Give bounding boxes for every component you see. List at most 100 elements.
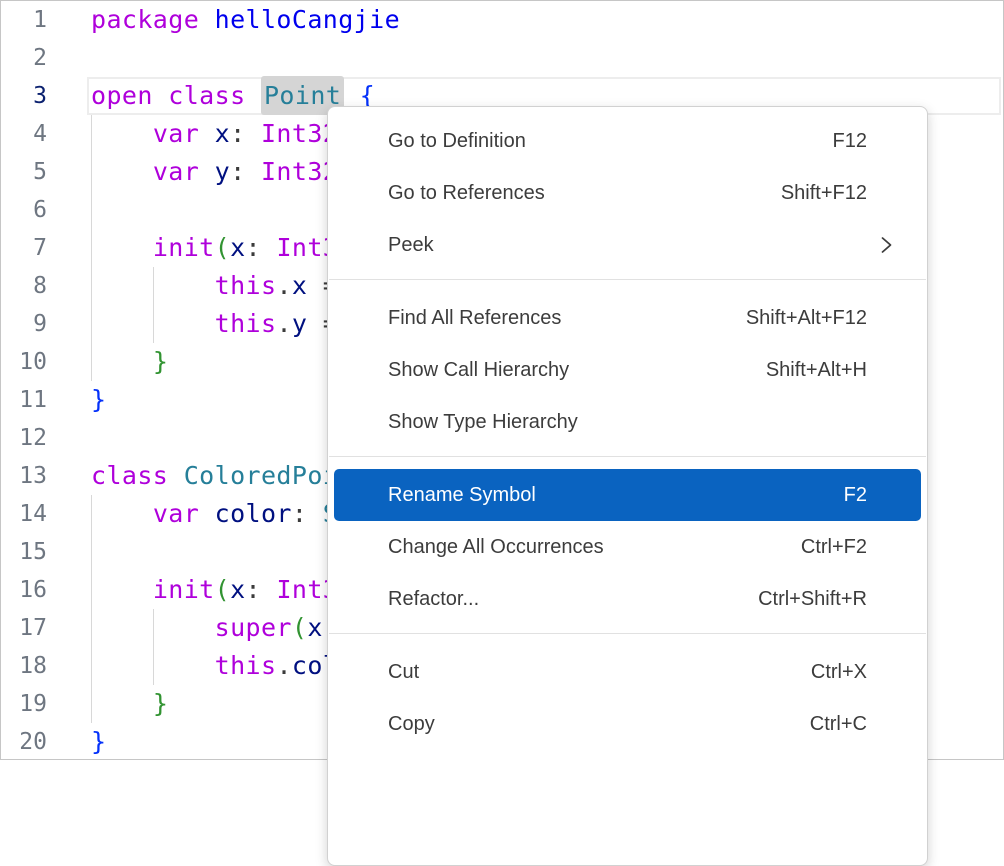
code-token: } — [91, 385, 107, 414]
line-number[interactable]: 9 — [33, 311, 47, 337]
code-token: y — [214, 157, 231, 186]
code-line[interactable]: this.x = — [91, 267, 338, 305]
code-token — [261, 233, 276, 262]
code-line[interactable]: } — [91, 381, 106, 419]
menu-item-label: Show Type Hierarchy — [388, 410, 578, 433]
line-number[interactable]: 16 — [19, 577, 47, 603]
code-line[interactable]: var y: Int32 — [91, 153, 338, 191]
code-token — [91, 271, 215, 300]
code-token: this — [214, 309, 277, 338]
code-token — [168, 461, 183, 490]
code-token: y — [291, 309, 308, 338]
code-token: init — [152, 233, 215, 262]
menu-item-shortcut: Shift+Alt+F12 — [745, 306, 867, 329]
code-token — [91, 309, 215, 338]
menu-item-label: Peek — [388, 233, 434, 256]
line-number[interactable]: 13 — [19, 463, 47, 489]
code-line[interactable]: var x: Int32 — [91, 115, 338, 153]
line-number[interactable]: 20 — [19, 729, 47, 755]
code-token — [199, 499, 214, 528]
code-token: package — [91, 5, 200, 34]
menu-item-shortcut: F12 — [832, 129, 867, 152]
line-number[interactable]: 11 — [19, 387, 47, 413]
menu-item-refactor[interactable]: Refactor... Ctrl+Shift+R — [334, 573, 921, 625]
code-token: . — [276, 271, 292, 300]
code-token — [307, 309, 322, 338]
menu-item-shortcut: Ctrl+C — [809, 712, 867, 735]
code-token — [91, 347, 153, 376]
line-number[interactable]: 19 — [19, 691, 47, 717]
line-number[interactable]: 12 — [19, 425, 47, 451]
code-line[interactable]: this.col — [91, 647, 338, 685]
code-line[interactable]: init(x: Int3 — [91, 229, 338, 267]
code-line[interactable]: } — [91, 685, 168, 723]
code-token — [91, 157, 153, 186]
code-token: var — [152, 119, 200, 148]
menu-item-copy[interactable]: Copy Ctrl+C — [334, 698, 921, 750]
line-number[interactable]: 5 — [33, 159, 47, 185]
code-token: open — [91, 81, 153, 110]
code-token: helloCangjie — [214, 5, 401, 34]
line-number[interactable]: 17 — [19, 615, 47, 641]
line-number[interactable]: 10 — [19, 349, 47, 375]
menu-separator — [329, 633, 926, 634]
menu-item-peek[interactable]: Peek — [334, 219, 921, 271]
line-number[interactable]: 4 — [33, 121, 47, 147]
line-number[interactable]: 6 — [33, 197, 47, 223]
code-token: var — [152, 157, 200, 186]
code-line[interactable]: init(x: Int3 — [91, 571, 338, 609]
code-token: . — [276, 651, 292, 680]
menu-item-show-type-hierarchy[interactable]: Show Type Hierarchy — [334, 396, 921, 448]
line-number[interactable]: 3 — [33, 83, 47, 109]
code-token — [91, 499, 153, 528]
line-number[interactable]: 8 — [33, 273, 47, 299]
code-token: this — [214, 651, 277, 680]
code-line[interactable]: open class Point { — [91, 76, 376, 115]
code-line[interactable]: } — [91, 723, 106, 761]
code-line[interactable]: class ColoredPoi — [91, 457, 338, 495]
menu-item-label: Copy — [388, 712, 435, 735]
code-token — [199, 5, 214, 34]
code-token: } — [91, 727, 107, 756]
line-number[interactable]: 1 — [33, 7, 47, 33]
menu-item-label: Change All Occurrences — [388, 535, 604, 558]
code-token: : — [245, 233, 261, 262]
code-token: : — [245, 575, 261, 604]
line-number[interactable]: 2 — [33, 45, 47, 71]
code-line[interactable]: package helloCangjie — [91, 1, 400, 39]
menu-item-label: Go to Definition — [388, 129, 526, 152]
menu-item-label: Cut — [388, 660, 420, 683]
code-token — [91, 613, 215, 642]
code-line[interactable]: this.y = — [91, 305, 338, 343]
code-token — [91, 575, 153, 604]
code-token — [261, 575, 276, 604]
menu-item-change-all-occurrences[interactable]: Change All Occurrences Ctrl+F2 — [334, 521, 921, 573]
line-number[interactable]: 14 — [19, 501, 47, 527]
code-line[interactable]: } — [91, 343, 168, 381]
code-token: ColoredPoi — [183, 461, 339, 490]
code-token: { — [359, 81, 376, 110]
line-number[interactable]: 15 — [19, 539, 47, 565]
line-number[interactable]: 7 — [33, 235, 47, 261]
line-number[interactable]: 18 — [19, 653, 47, 679]
code-token — [153, 81, 168, 110]
code-line[interactable]: var color: S — [91, 495, 338, 533]
menu-item-shortcut: Ctrl+F2 — [800, 535, 867, 558]
menu-item-go-to-definition[interactable]: Go to Definition F12 — [334, 115, 921, 167]
code-line[interactable]: super(x — [91, 609, 323, 647]
menu-item-shortcut: Ctrl+Shift+R — [758, 587, 867, 610]
word-highlight: Point — [260, 76, 345, 115]
code-token: ( — [214, 233, 231, 262]
menu-item-label: Refactor... — [388, 587, 480, 610]
code-token: class — [168, 81, 246, 110]
code-token: . — [276, 309, 292, 338]
code-token: ( — [214, 575, 231, 604]
code-token — [246, 157, 261, 186]
code-token: this — [214, 271, 277, 300]
